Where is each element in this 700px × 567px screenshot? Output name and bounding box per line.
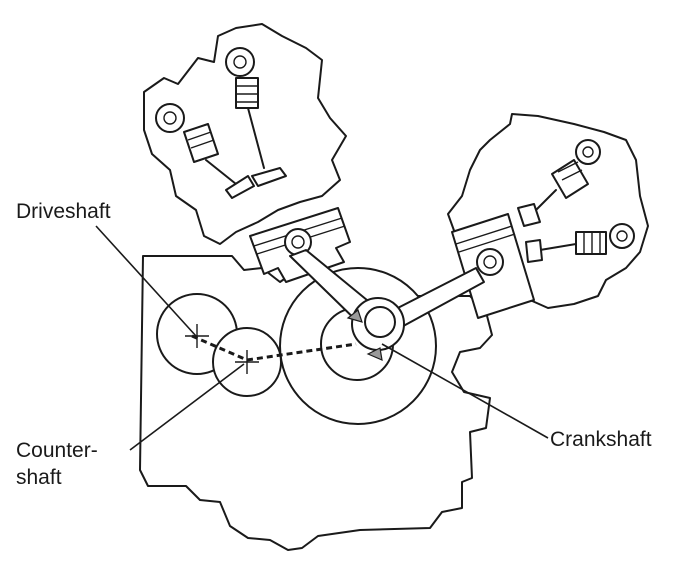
countershaft-label-line2: shaft [16,466,62,489]
crankshaft-leader [381,343,549,439]
countershaft-center [235,350,259,374]
driveshaft-center [185,324,209,348]
crankshaft-label: Crankshaft [550,428,652,451]
front-piston-assembly [385,213,535,331]
countershaft-leader [129,363,245,451]
driveshaft-label: Driveshaft [16,200,111,223]
driveshaft-leader [95,225,197,337]
rear-cylinder-head [143,23,347,245]
front-intake-valve [517,139,601,227]
countershaft-label-line1: Counter- [16,439,98,462]
rear-intake-valve [225,47,287,187]
front-exhaust-valve [525,223,635,263]
shaft-linkage-dashed [191,334,357,362]
rear-exhaust-valve [155,103,255,199]
crank-pin [346,297,405,361]
